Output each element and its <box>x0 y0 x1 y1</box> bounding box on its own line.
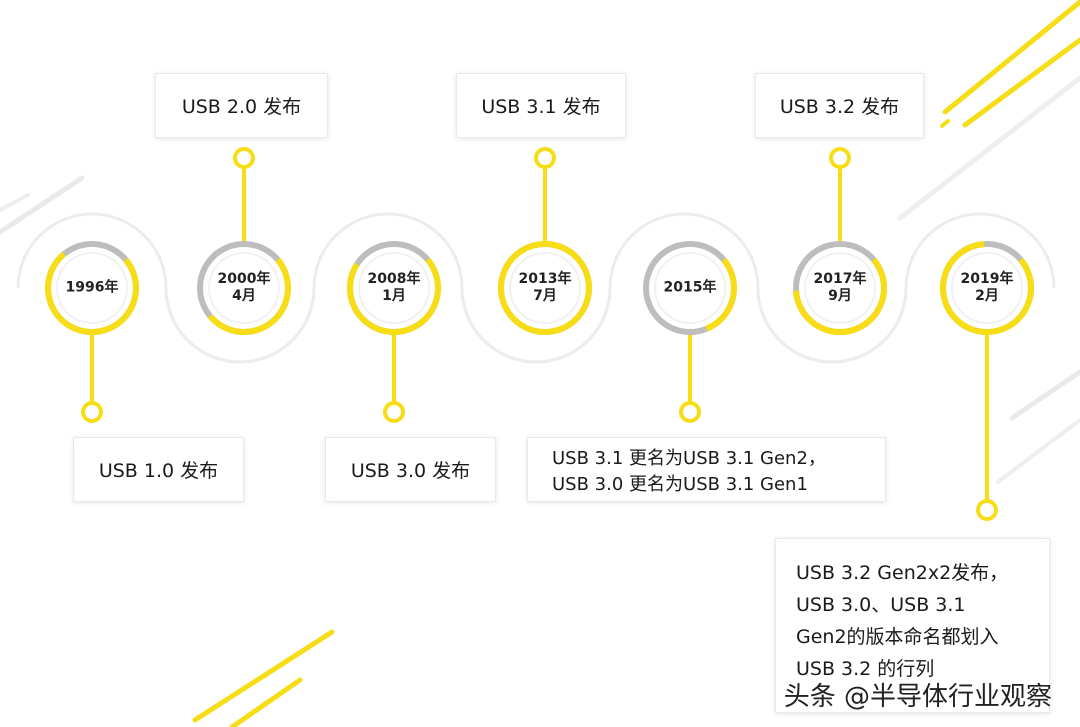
node-date-line: 2019年 <box>960 271 1014 287</box>
watermark: 头条 @半导体行业观察 <box>783 682 1052 712</box>
node-ring-progress <box>793 241 887 335</box>
connector-dot <box>233 147 255 169</box>
connectors <box>81 147 998 521</box>
node-date-line: 7月 <box>533 288 557 304</box>
connector-dot <box>829 147 851 169</box>
event-card-usb1: USB 1.0 发布 <box>73 437 244 502</box>
connector-dot <box>81 401 103 423</box>
node-ring-progress <box>498 241 592 335</box>
node-date-line: 2015年 <box>663 279 717 296</box>
node-date-line: 1月 <box>382 288 406 304</box>
event-text: USB 3.0 发布 <box>350 460 471 482</box>
node-inner <box>208 252 280 324</box>
node-ring-progress <box>347 241 441 335</box>
node-inner <box>804 252 876 324</box>
node-inner <box>654 252 726 324</box>
node-date-line: 2000年 <box>217 271 271 287</box>
event-text: USB 2.0 发布 <box>181 96 302 118</box>
event-text: USB 3.1 发布 <box>481 96 601 118</box>
event-card-usb32: USB 3.2 发布 <box>755 73 924 138</box>
event-text-line: USB 3.0、USB 3.1 <box>796 594 966 616</box>
timeline-nodes <box>45 241 1034 335</box>
event-card-usb2: USB 2.0 发布 <box>155 73 328 138</box>
node-date-line: 2013年 <box>518 271 572 287</box>
event-text-line: USB 3.0 更名为USB 3.1 Gen1 <box>552 473 808 495</box>
event-text-line: USB 3.2 Gen2x2发布， <box>796 562 1009 584</box>
connector-dot <box>976 499 998 521</box>
event-text: USB 3.2 发布 <box>779 96 900 118</box>
event-text-line: USB 3.1 更名为USB 3.1 Gen2， <box>552 447 826 469</box>
node-date-line: 2008年 <box>367 271 421 287</box>
connector-dot <box>679 401 701 423</box>
event-text: USB 1.0 发布 <box>98 460 219 482</box>
node-date-1996: 1996年 <box>47 280 137 297</box>
connector-dot <box>534 147 556 169</box>
node-date-line: 2017年 <box>813 271 867 287</box>
event-card-usb32-gen2x2: USB 3.2 Gen2x2发布， USB 3.0、USB 3.1 Gen2的版… <box>775 538 1050 713</box>
node-ring-progress <box>940 241 1034 335</box>
node-inner <box>951 252 1023 324</box>
node-inner <box>509 252 581 324</box>
connector-dot <box>383 401 405 423</box>
node-date-line: 9月 <box>828 288 852 304</box>
node-ring-progress <box>45 241 139 335</box>
node-date-line: 1996年 <box>65 279 119 296</box>
event-text-line: USB 3.2 的行列 <box>796 658 935 680</box>
node-date-2015: 2015年 <box>645 280 735 297</box>
event-text-line: Gen2的版本命名都划入 <box>796 626 999 648</box>
wave-path <box>16 212 1056 364</box>
node-date-line: 4月 <box>232 288 256 304</box>
node-ring-progress <box>197 241 291 335</box>
node-date-line: 2月 <box>975 288 999 304</box>
node-inner <box>358 252 430 324</box>
event-card-rename-2015: USB 3.1 更名为USB 3.1 Gen2， USB 3.0 更名为USB … <box>527 437 886 502</box>
event-card-usb31: USB 3.1 发布 <box>456 73 626 138</box>
node-ring-progress <box>643 241 737 335</box>
node-inner <box>56 252 128 324</box>
event-card-usb3: USB 3.0 发布 <box>325 437 496 502</box>
